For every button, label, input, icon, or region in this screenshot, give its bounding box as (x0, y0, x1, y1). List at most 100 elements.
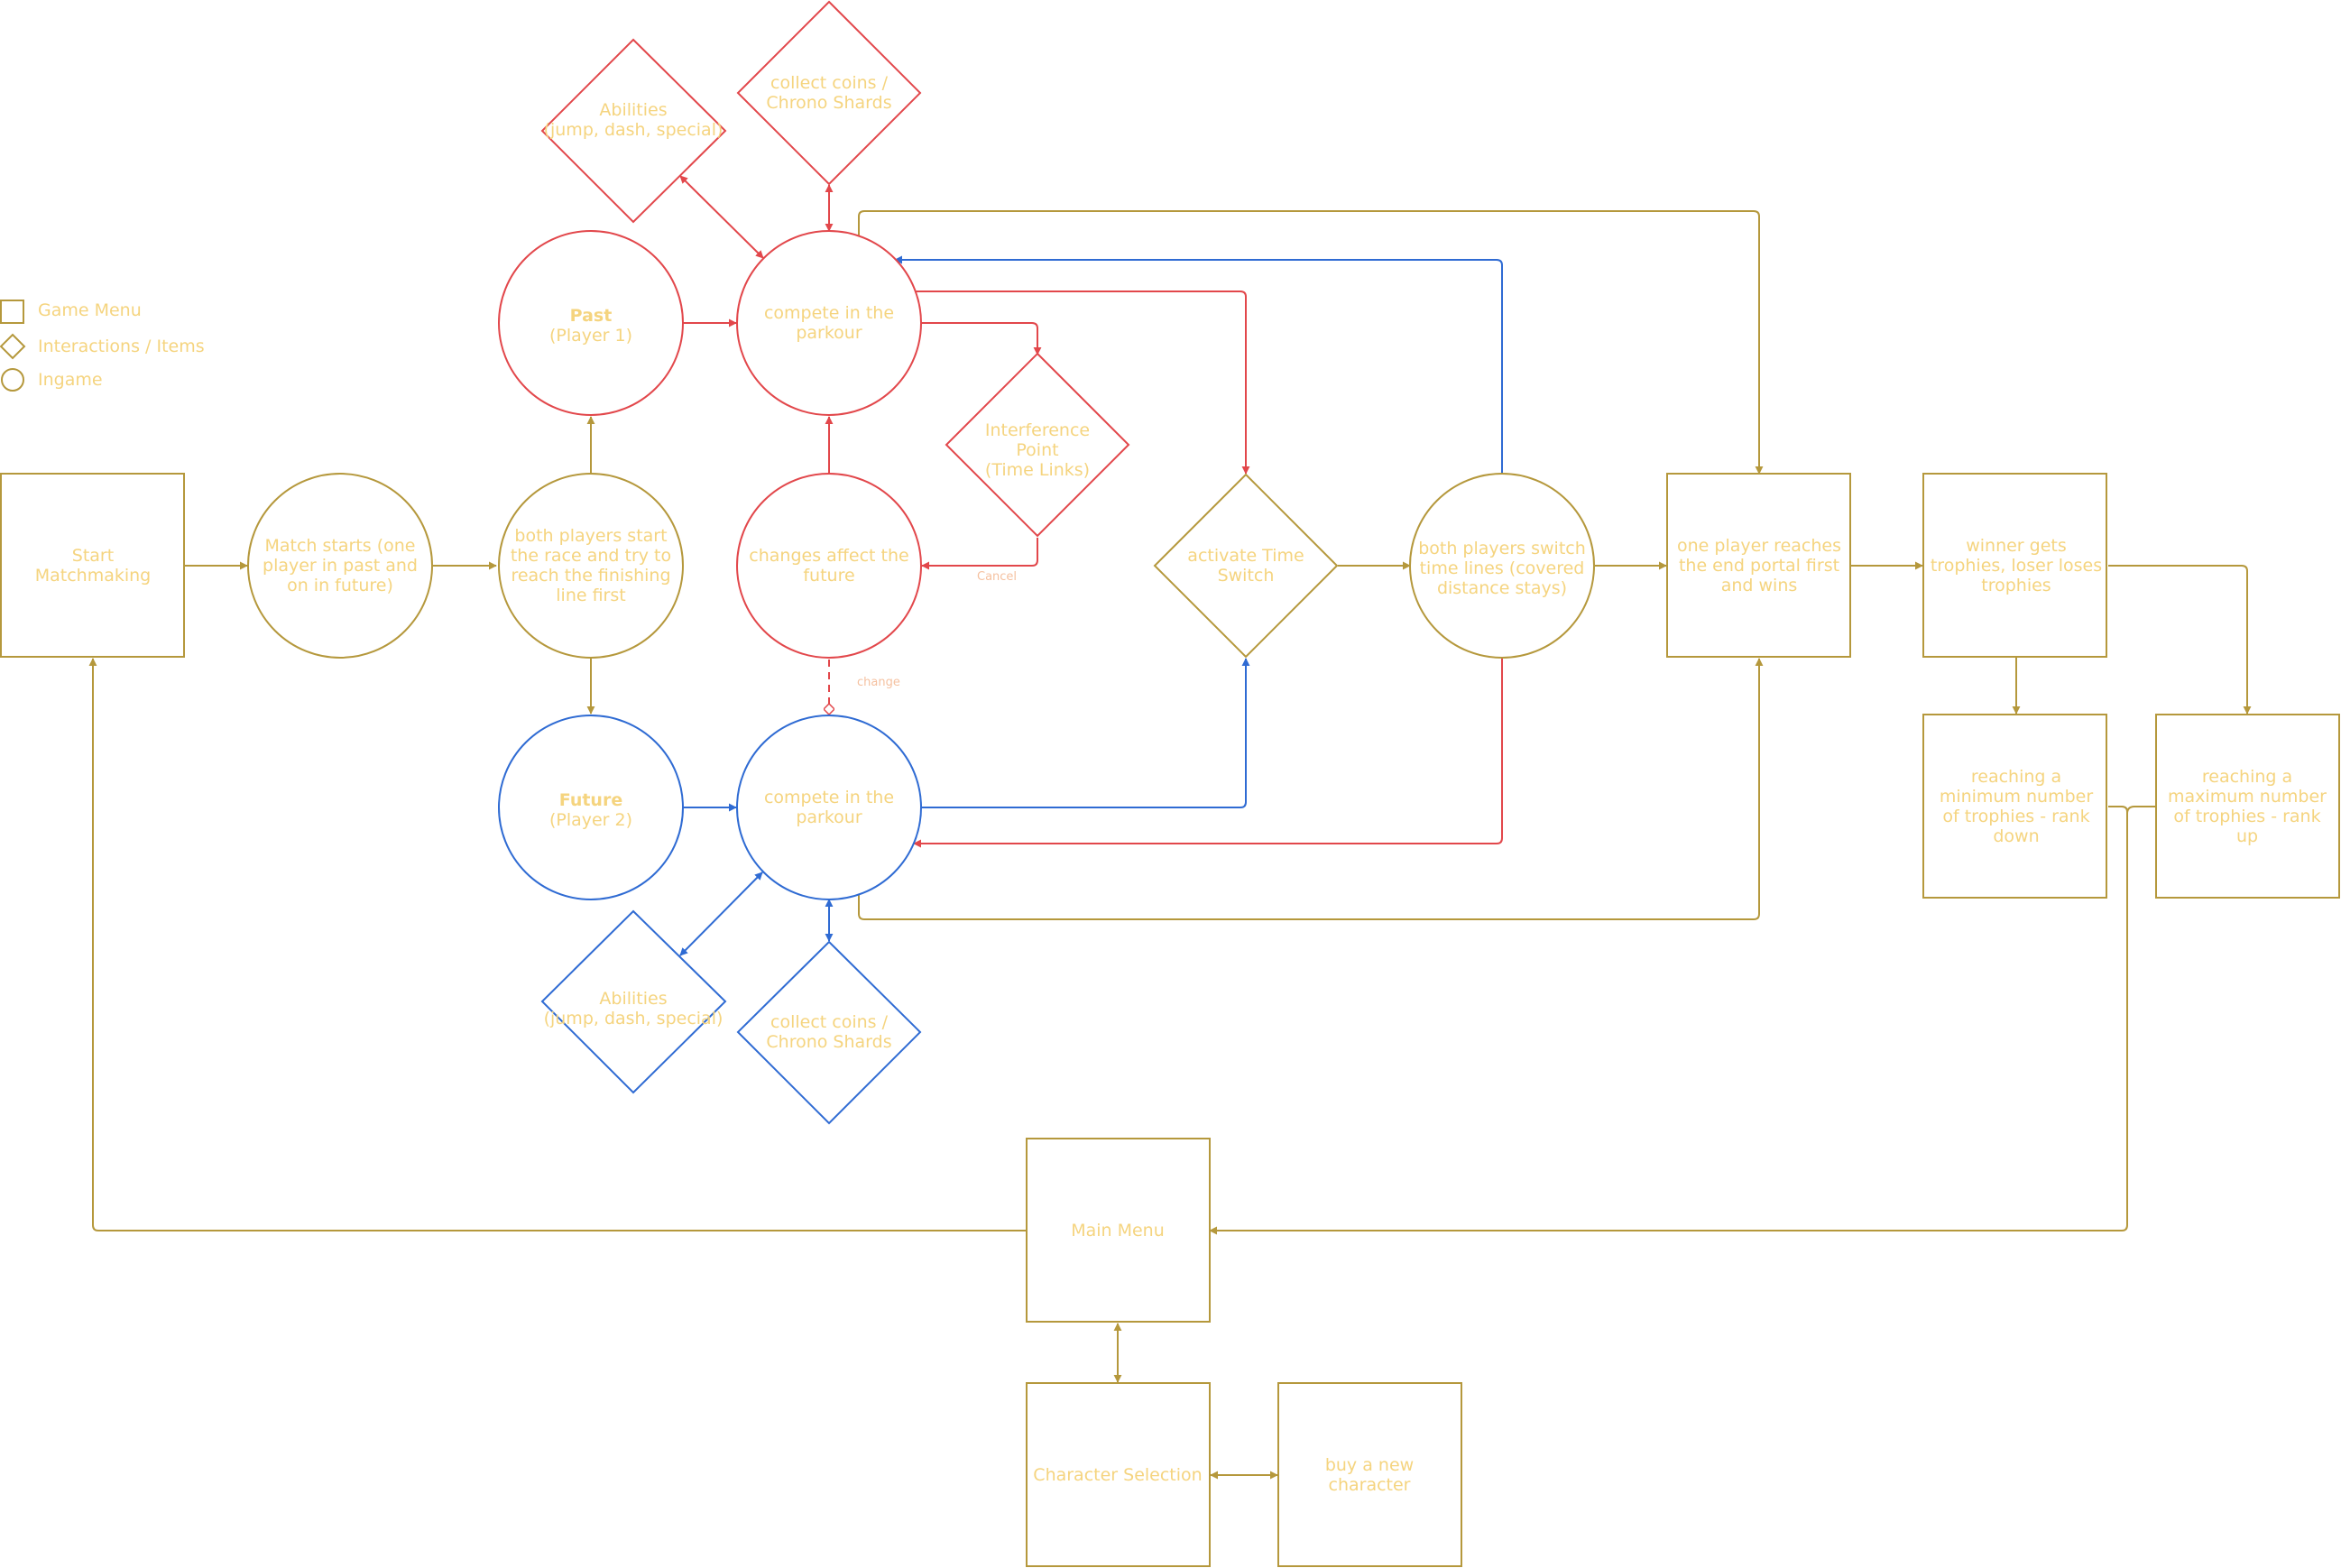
edge-future-to-portal (858, 658, 1764, 920)
node-compete-past-label-line: parkour (796, 323, 862, 343)
node-start-matchmaking[interactable] (0, 473, 185, 658)
node-collect-past-label-line: Chrono Shards (766, 93, 891, 113)
node-compete-past[interactable] (736, 230, 922, 416)
node-start-label-line: Matchmaking (35, 566, 152, 586)
node-switch-timelines-label-line: both players switch (1418, 539, 1586, 558)
node-winner-trophies-label-line: trophies, loser loses (1931, 556, 2102, 576)
node-collect-future[interactable] (736, 940, 922, 1125)
legend-ingame-label: Ingame (38, 370, 103, 390)
node-rank-up-label-line: maximum number (2168, 787, 2327, 807)
node-abilities-future[interactable] (540, 909, 727, 1094)
node-rank-up[interactable] (2155, 714, 2340, 899)
node-switch-timelines-label-line: time lines (covered (1420, 558, 1585, 578)
node-start-label-line: Start (72, 546, 114, 566)
node-interference-label-line: Point (1016, 440, 1058, 460)
node-main-menu[interactable] (1026, 1138, 1211, 1323)
node-compete-future-label-line: compete in the (764, 788, 894, 807)
node-changes-affect[interactable] (736, 473, 922, 659)
edge-rank-up-to-mainmenu (2126, 806, 2156, 815)
node-interference-point[interactable] (945, 352, 1130, 538)
node-activate-time-switch[interactable] (1153, 473, 1339, 659)
node-abilities-past-label: Abilities(jump, dash, special) (544, 100, 723, 140)
node-reaches-portal-label-line: one player reaches (1677, 536, 1841, 556)
edge-mainmenu-to-start (88, 658, 1026, 1231)
node-switch-timelines[interactable] (1409, 473, 1595, 659)
node-character-selection-label-line: Character Selection (1033, 1465, 1202, 1485)
node-collect-future-label-line: collect coins / (770, 1012, 889, 1032)
node-rank-up-label-line: of trophies - rank (2173, 807, 2320, 826)
node-character-selection-label: Character Selection (1033, 1465, 1202, 1485)
future-subtitle: (Player 2) (549, 810, 632, 830)
node-main-menu-label-line: Main Menu (1071, 1221, 1165, 1241)
node-collect-past[interactable] (736, 0, 922, 186)
node-match-starts[interactable] (247, 473, 433, 659)
legend-interactions-label: Interactions / Items (38, 337, 205, 356)
node-abilities-future-label: Abilities(jump, dash, special) (544, 989, 723, 1028)
edge-label-change: change (857, 676, 900, 689)
text-layer: Game Menu Interactions / Items Ingame Pa… (35, 73, 2327, 1495)
edges (88, 175, 2252, 1480)
node-changes-affect-label-line: changes affect the (749, 546, 908, 566)
edge-rank-down-to-mainmenu (1209, 806, 2128, 1235)
edge-trophies-to-rank-up (2108, 565, 2252, 715)
node-abilities-future-label-line: (jump, dash, special) (544, 1009, 723, 1028)
node-winner-trophies-label-line: trophies (1981, 576, 2051, 595)
node-future[interactable] (498, 715, 684, 900)
node-winner-trophies-label-line: winner gets (1966, 536, 2067, 556)
past-title: Past (570, 306, 613, 326)
node-buy-character-label-line: buy a new (1325, 1455, 1414, 1475)
node-reaches-portal[interactable] (1666, 473, 1851, 658)
node-buy-character[interactable] (1277, 1382, 1462, 1567)
node-interference-label-line: (Time Links) (985, 460, 1090, 480)
node-abilities-past-label-line: Abilities (599, 100, 667, 120)
node-character-selection[interactable] (1026, 1382, 1211, 1567)
node-reaches-portal-label-line: and wins (1721, 576, 1798, 595)
legend-circle-icon (1, 368, 24, 392)
edge-compete-abilities-future (679, 872, 763, 956)
edge-timelines-to-past-compete (894, 255, 1503, 474)
node-winner-trophies[interactable] (1922, 473, 2107, 658)
node-rank-down-label-line: down (1993, 826, 2039, 846)
node-both-start-label-line: the race and try to (511, 546, 671, 566)
node-changes-affect-label-line: future (803, 566, 854, 586)
node-rank-down-label-line: reaching a (1971, 767, 2061, 787)
edge-compete-abilities-past (679, 175, 764, 259)
node-reaches-portal-label-line: the end portal first (1679, 556, 1839, 576)
edge-compete-to-interference (920, 322, 1042, 355)
edge-timelines-to-future-compete (913, 658, 1503, 848)
node-buy-character-label-line: character (1329, 1475, 1411, 1495)
node-match-starts-label-line: player in past and (263, 556, 418, 576)
node-both-players-start[interactable] (498, 473, 684, 659)
node-both-start-label-line: both players start (514, 526, 667, 546)
node-compete-past-label-line: compete in the (764, 303, 894, 323)
node-activate-switch-label-line: Switch (1218, 566, 1275, 586)
edge-past-to-portal (858, 210, 1764, 475)
edge-compete-to-activate-blue (920, 658, 1250, 808)
edge-label-cancel: Cancel (977, 570, 1017, 584)
node-abilities-past[interactable] (540, 38, 727, 224)
node-rank-down[interactable] (1922, 714, 2107, 899)
node-compete-future-label-line: parkour (796, 807, 862, 827)
node-both-start-label-line: reach the finishing (511, 566, 670, 586)
legend-diamond-icon (0, 333, 26, 360)
node-rank-down-label-line: of trophies - rank (1942, 807, 2089, 826)
node-compete-future[interactable] (736, 715, 922, 900)
node-match-starts-label-line: on in future) (287, 576, 393, 595)
node-switch-timelines-label-line: distance stays) (1437, 578, 1567, 598)
node-past[interactable] (498, 230, 684, 416)
